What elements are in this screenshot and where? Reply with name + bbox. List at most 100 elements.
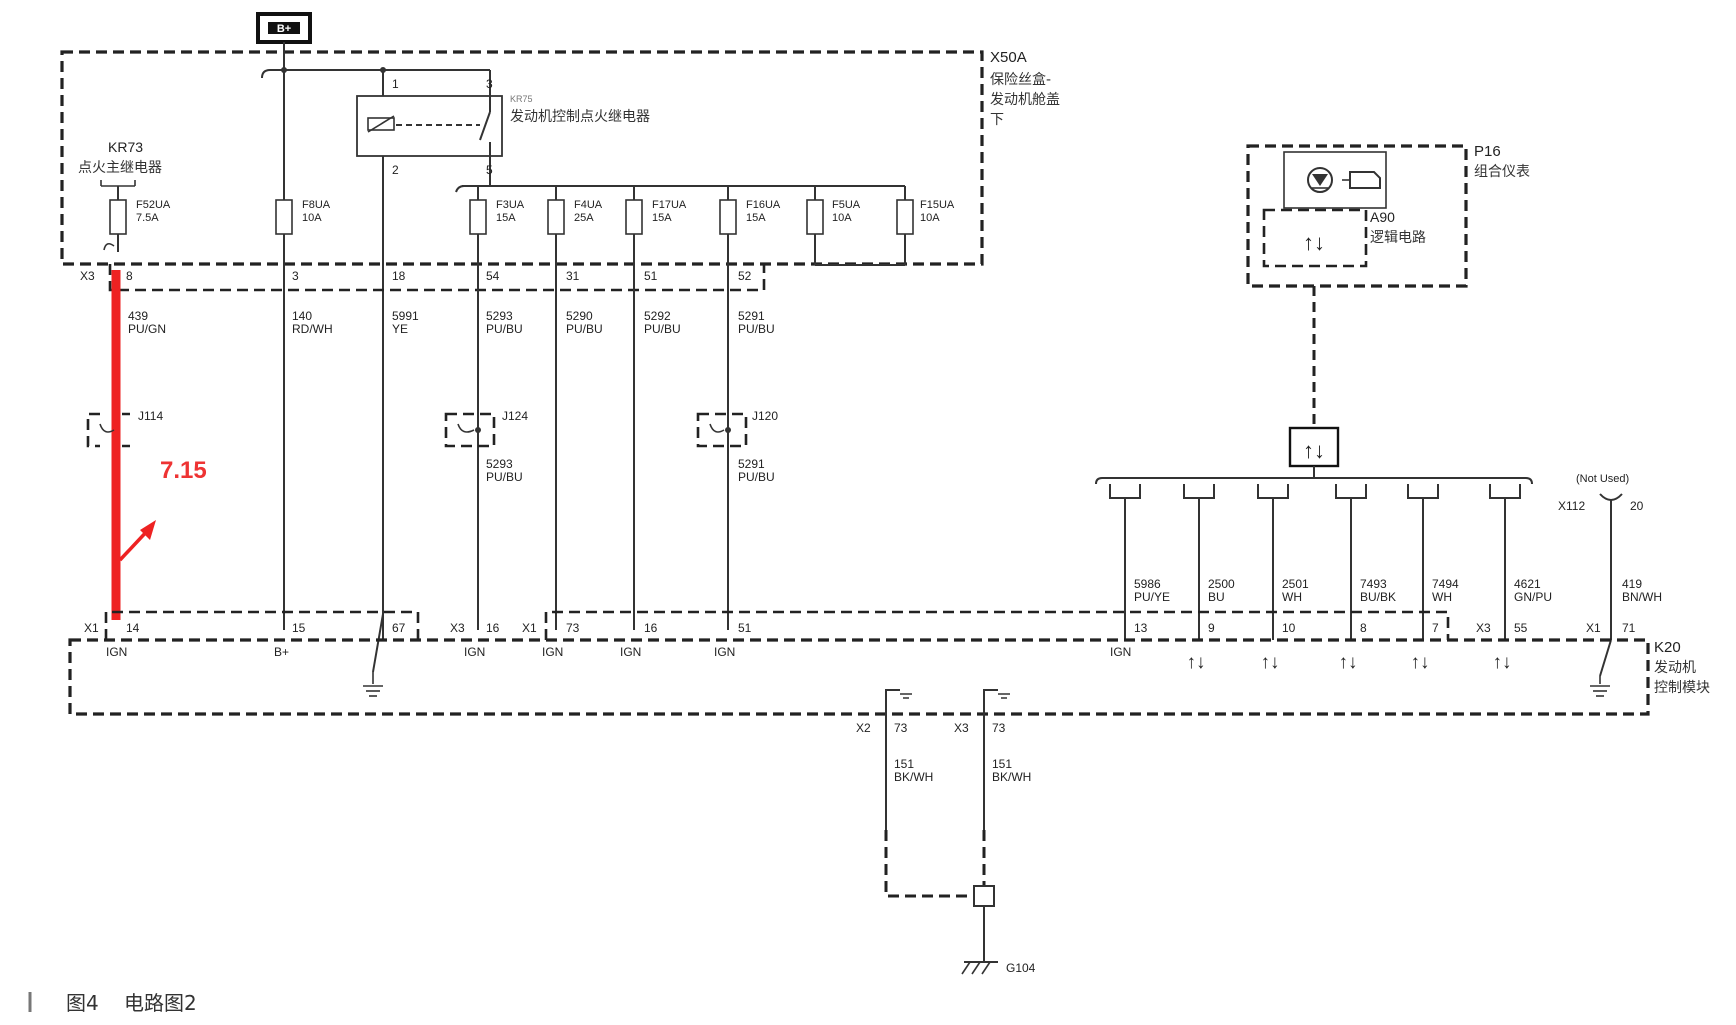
- cluster-id: P16: [1474, 143, 1501, 160]
- svg-text:F5UA: F5UA: [832, 199, 861, 211]
- ecm-name-1: 发动机: [1654, 660, 1696, 676]
- svg-text:9: 9: [1208, 621, 1215, 635]
- svg-text:5292: 5292: [644, 309, 671, 323]
- ecm-name-2: 控制模块: [1654, 680, 1710, 696]
- ground-icon: [363, 672, 383, 697]
- fuse-f4ua: F4UA 25A: [547, 186, 603, 235]
- main-relay: KR73 点火主继电器: [78, 139, 162, 252]
- svg-text:7494: 7494: [1432, 577, 1459, 591]
- svg-text:20: 20: [1630, 499, 1644, 513]
- fuse-f5ua: F5UA 10A: [806, 199, 861, 235]
- svg-text:439: 439: [128, 309, 148, 323]
- svg-text:IGN: IGN: [542, 645, 563, 659]
- svg-text:PU/BU: PU/BU: [738, 322, 775, 336]
- bidirectional-icon: ↑↓: [1339, 652, 1358, 673]
- svg-text:BU: BU: [1208, 590, 1225, 604]
- svg-text:15: 15: [292, 621, 306, 635]
- instrument-cluster: ↑↓ P16 组合仪表 A90 逻辑电路: [1246, 143, 1530, 288]
- bus-taps: [1109, 484, 1521, 640]
- svg-text:5986: 5986: [1134, 577, 1161, 591]
- svg-text:14: 14: [126, 621, 140, 635]
- svg-text:PU/BU: PU/BU: [486, 322, 523, 336]
- fusebox-pin: 31: [566, 269, 580, 283]
- fuse-box-name-1: 保险丝盒-: [990, 71, 1051, 88]
- svg-text:73: 73: [894, 721, 908, 735]
- fusebox-pin: 52: [738, 269, 752, 283]
- svg-text:F4UA: F4UA: [574, 199, 603, 211]
- figure-number: 图4: [66, 991, 99, 1015]
- fuse-f15ua: F15UA 10A: [896, 199, 955, 235]
- ecm-module: K20 发动机 控制模块: [68, 638, 1710, 716]
- svg-text:BK/WH: BK/WH: [992, 770, 1031, 784]
- fuse-box-name-2: 发动机舱盖: [990, 92, 1060, 108]
- svg-text:PU/YE: PU/YE: [1134, 590, 1170, 604]
- fuse-f17ua: F17UA 15A: [625, 186, 687, 235]
- svg-text:73: 73: [566, 621, 580, 635]
- svg-text:16: 16: [486, 621, 500, 635]
- ecm-pins: X1 14 IGN 15 B+ 67 X3 16 IGN X1 73 IGN 1…: [84, 621, 1636, 659]
- svg-text:15A: 15A: [496, 212, 516, 224]
- svg-text:GN/PU: GN/PU: [1514, 590, 1552, 604]
- svg-text:PU/GN: PU/GN: [128, 322, 166, 336]
- svg-text:X112: X112: [1558, 499, 1585, 513]
- svg-text:5290: 5290: [566, 309, 593, 323]
- svg-text:151: 151: [894, 757, 914, 771]
- svg-text:7: 7: [1432, 621, 1439, 635]
- svg-text:4621: 4621: [1514, 577, 1541, 591]
- svg-text:YE: YE: [392, 322, 408, 336]
- data-wire-labels: 5986 PU/YE 2500 BU 2501 WH 7493 BU/BK 74…: [1134, 577, 1552, 604]
- svg-text:F17UA: F17UA: [652, 199, 687, 211]
- svg-text:10A: 10A: [302, 212, 322, 224]
- svg-text:X1: X1: [1586, 621, 1601, 635]
- fuse-box-outline: [60, 50, 984, 266]
- fusebox-pin: 3: [292, 269, 299, 283]
- fuse-f3ua: F3UA 15A: [469, 186, 525, 235]
- bidirectional-icon: ↑↓: [1261, 652, 1280, 673]
- fuse-f52ua: F52UA 7.5A: [109, 199, 171, 235]
- relay-pin-3: 3: [486, 77, 493, 91]
- svg-text:PU/BU: PU/BU: [644, 322, 681, 336]
- fuse-box-id: X50A: [990, 49, 1027, 66]
- svg-text:(Not Used): (Not Used): [1576, 473, 1629, 485]
- fusebox-connector: X3: [80, 269, 95, 283]
- svg-text:J124: J124: [502, 409, 528, 423]
- ground-point-label: G104: [1006, 961, 1036, 975]
- svg-text:F15UA: F15UA: [920, 199, 955, 211]
- fusebox-pin: 8: [126, 269, 133, 283]
- svg-text:5991: 5991: [392, 309, 419, 323]
- svg-text:WH: WH: [1432, 590, 1452, 604]
- svg-text:X3: X3: [954, 721, 969, 735]
- svg-text:15A: 15A: [652, 212, 672, 224]
- relay-name: 发动机控制点火继电器: [510, 109, 650, 125]
- svg-text:5291: 5291: [738, 309, 765, 323]
- svg-text:71: 71: [1622, 621, 1636, 635]
- fusebox-pin: 51: [644, 269, 658, 283]
- svg-text:419: 419: [1622, 577, 1642, 591]
- svg-text:IGN: IGN: [106, 645, 127, 659]
- svg-text:8: 8: [1360, 621, 1367, 635]
- svg-text:73: 73: [992, 721, 1006, 735]
- svg-text:13: 13: [1134, 621, 1148, 635]
- svg-text:PU/BU: PU/BU: [486, 470, 523, 484]
- svg-text:2501: 2501: [1282, 577, 1309, 591]
- relay-pin-2: 2: [392, 163, 399, 177]
- wire-labels: 439 PU/GN 140 RD/WH 5991 YE 5293 PU/BU 5…: [128, 309, 775, 336]
- svg-text:7493: 7493: [1360, 577, 1387, 591]
- main-relay-name: 点火主继电器: [78, 160, 162, 176]
- fuse-box-name-3: 下: [990, 112, 1004, 128]
- bidirectional-icon: ↑↓: [1493, 652, 1512, 673]
- svg-text:140: 140: [292, 309, 312, 323]
- svg-text:F3UA: F3UA: [496, 199, 525, 211]
- svg-text:J114: J114: [138, 409, 163, 423]
- svg-text:IGN: IGN: [620, 645, 641, 659]
- svg-text:PU/BU: PU/BU: [566, 322, 603, 336]
- fusebox-pin: 18: [392, 269, 406, 283]
- relay-id: KR75: [510, 94, 533, 104]
- svg-text:B+: B+: [274, 645, 289, 659]
- ground-icon: [1590, 676, 1610, 697]
- fusebox-pin: 54: [486, 269, 500, 283]
- ecm-data-arrows: ↑↓ ↑↓ ↑↓ ↑↓ ↑↓: [1187, 652, 1512, 673]
- relay-pin-5: 5: [486, 163, 493, 177]
- svg-text:7.5A: 7.5A: [136, 212, 159, 224]
